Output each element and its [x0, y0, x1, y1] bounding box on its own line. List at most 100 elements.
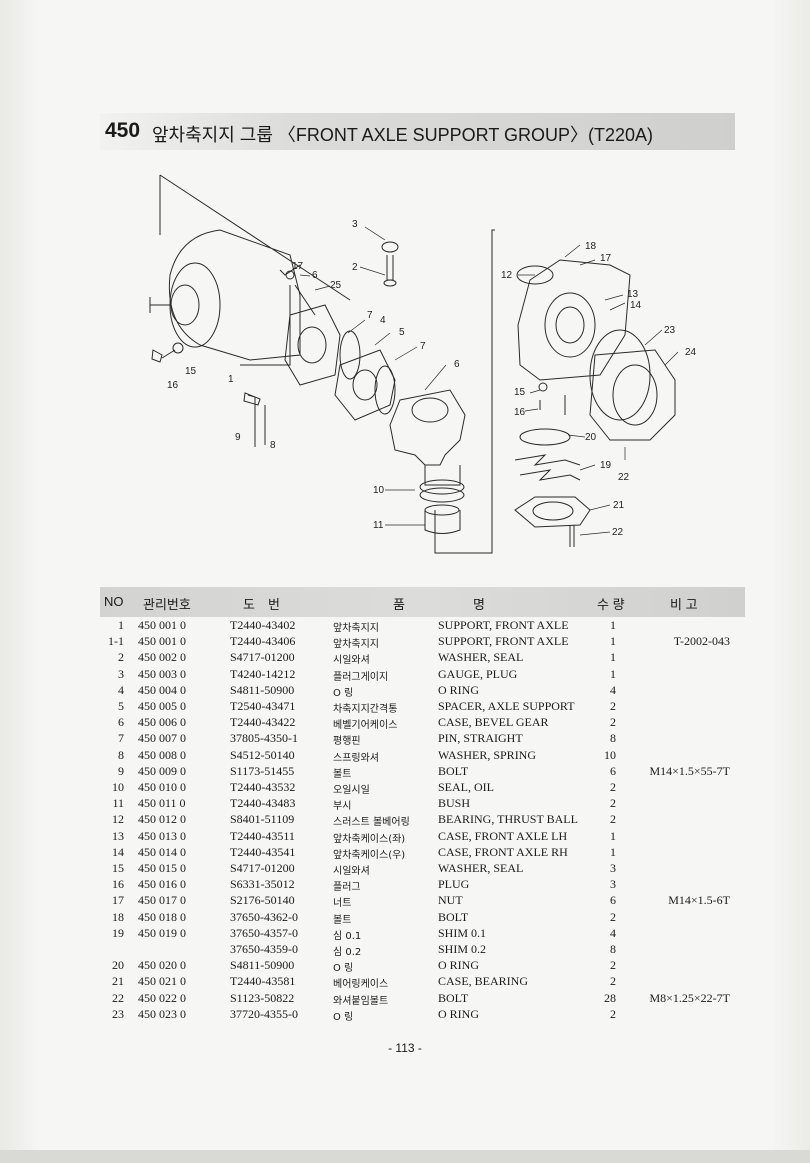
row-part-number: S2176-50140 [230, 893, 295, 908]
table-row: 13 450 013 0 T2440-43511 앞차축케이스(좌) CASE,… [100, 829, 750, 845]
row-qty: 2 [610, 780, 616, 794]
row-no: 4 [118, 682, 124, 697]
row-mgmt-number: 450 009 0 [138, 763, 186, 778]
row-part-number: S4512-50140 [230, 747, 295, 762]
row-mgmt-number: 450 002 0 [138, 650, 186, 665]
row-no: 3 [118, 666, 124, 681]
row-no: 9 [118, 763, 124, 778]
callout-22-upper: 22 [618, 472, 630, 483]
row-mgmt-number: 450 016 0 [138, 877, 186, 892]
row-name-english: SHIM 0.2 [438, 942, 487, 956]
o-ring-23 [589, 329, 651, 421]
row-part-number: 37650-4359-0 [230, 942, 298, 956]
row-name-english: O RING [438, 958, 479, 973]
row-no: 18 [112, 909, 124, 924]
header-name-left: 품 [393, 597, 405, 612]
row-no: 2 [118, 650, 124, 665]
row-part-number: S1123-50822 [230, 990, 295, 1005]
row-no: 8 [118, 747, 124, 762]
table-row: 3 450 003 0 T4240-14212 플러그게이지 GAUGE, PL… [100, 667, 750, 683]
shims-19 [514, 454, 581, 481]
row-mgmt-number: 450 012 0 [138, 812, 186, 827]
o-ring-20 [519, 428, 571, 446]
row-name-english: GAUGE, PLUG [438, 666, 518, 681]
page-number: - 113 - [388, 1041, 422, 1055]
row-part-number: T2440-43581 [230, 974, 296, 989]
row-qty: 10 [604, 747, 616, 762]
row-qty: 8 [610, 942, 616, 956]
row-part-number: S1173-51455 [230, 763, 295, 778]
row-name-english: NUT [438, 893, 463, 908]
spacer [334, 349, 396, 421]
callout-25: 25 [330, 280, 342, 291]
row-name-english: CASE, BEVEL GEAR [438, 715, 549, 730]
row-qty: 2 [610, 958, 616, 973]
table-row: 7 450 007 0 37805-4350-1 평행핀 PIN, STRAIG… [100, 731, 750, 747]
row-name-korean: 와셔붙임볼트 [333, 995, 389, 1007]
row-name-english: WASHER, SEAL [438, 861, 524, 875]
table-row: 10 450 010 0 T2440-43532 오일시일 SEAL, OIL … [100, 780, 750, 796]
table-row: 20 450 020 0 S4811-50900 O 링 O RING 2 [100, 958, 750, 974]
row-mgmt-number: 450 003 0 [138, 666, 186, 681]
exploded-parts-diagram: 3 2 17 6 25 7 4 5 7 6 9 8 16 15 1 10 11 … [149, 174, 697, 554]
row-name-korean: 앞차축지지 [333, 623, 379, 634]
row-no: 6 [118, 715, 124, 730]
o-ring-4b [374, 365, 396, 415]
callout-3: 3 [352, 219, 358, 230]
row-name-korean: 플러그게이지 [333, 671, 389, 683]
row-qty: 1 [610, 666, 616, 681]
row-mgmt-number: 450 014 0 [138, 844, 186, 859]
row-name-korean: O 링 [333, 963, 354, 975]
row-no: 22 [112, 990, 124, 1005]
row-mgmt-number: 450 023 0 [138, 1006, 186, 1021]
row-remark: M14×1.5×55-7T [649, 763, 730, 778]
row-qty: 1 [610, 650, 616, 665]
plug-16 [539, 395, 566, 415]
row-no: 23 [112, 1006, 124, 1021]
table-row: 8 450 008 0 S4512-50140 스프링와셔 WASHER, SP… [100, 748, 750, 764]
table-row: 18 450 018 0 37650-4362-0 볼트 BOLT 2 [100, 910, 750, 926]
row-no: 20 [112, 958, 124, 973]
row-name-korean: 앞차축케이스(좌) [333, 833, 406, 845]
row-part-number: 37720-4355-0 [230, 1006, 298, 1021]
row-name-english: SHIM 0.1 [438, 925, 487, 940]
section-header-bar [100, 113, 735, 150]
table-row: 1 450 001 0 T2440-43402 앞차축지지 SUPPORT, F… [100, 618, 750, 634]
row-qty: 1 [610, 844, 616, 859]
row-part-number: 37650-4362-0 [230, 909, 298, 924]
row-name-english: BOLT [438, 909, 469, 924]
row-part-number: S4811-50900 [230, 682, 295, 697]
table-header-bar [100, 587, 745, 617]
row-qty: 1 [610, 634, 616, 649]
housing-flange [169, 262, 221, 348]
row-part-number: 37805-4350-1 [230, 731, 298, 746]
section-number: 450 [105, 119, 141, 142]
row-name-korean: 시일와셔 [333, 866, 370, 877]
table-row: 12 450 012 0 S8401-51109 스러스트 볼베어링 BEARI… [100, 812, 750, 828]
row-name-korean: 베어링케이스 [333, 979, 389, 991]
row-name-korean: 플러그 [333, 882, 361, 894]
callout-7: 7 [420, 341, 426, 352]
row-part-number: 37650-4357-0 [230, 925, 298, 940]
table-row: 22 450 022 0 S1123-50822 와셔붙임볼트 BOLT 28 … [100, 991, 750, 1007]
bevel-gear-case [389, 389, 466, 466]
callout-6-top: 6 [312, 270, 318, 281]
callout-12: 12 [501, 270, 513, 281]
row-name-korean: 심 0.2 [333, 947, 362, 958]
table-row: 15 450 015 0 S4717-01200 시일와셔 WASHER, SE… [100, 861, 750, 877]
callout-9: 9 [235, 432, 241, 443]
row-no: 15 [112, 861, 124, 875]
row-mgmt-number: 450 015 0 [138, 861, 186, 875]
row-qty: 2 [610, 974, 616, 989]
row-qty: 3 [610, 877, 616, 892]
row-no: 10 [112, 780, 124, 794]
row-name-english: O RING [438, 1006, 479, 1021]
callout-22: 22 [612, 527, 624, 538]
row-qty: 2 [610, 812, 616, 827]
row-part-number: T2440-43483 [230, 796, 296, 811]
header-remark: 비 고 [670, 597, 698, 612]
table-row: 4 450 004 0 S4811-50900 O 링 O RING 4 [100, 683, 750, 699]
row-qty: 2 [610, 699, 616, 713]
row-mgmt-number: 450 008 0 [138, 747, 186, 762]
table-row: 17 450 017 0 S2176-50140 너트 NUT 6 M14×1.… [100, 893, 750, 909]
